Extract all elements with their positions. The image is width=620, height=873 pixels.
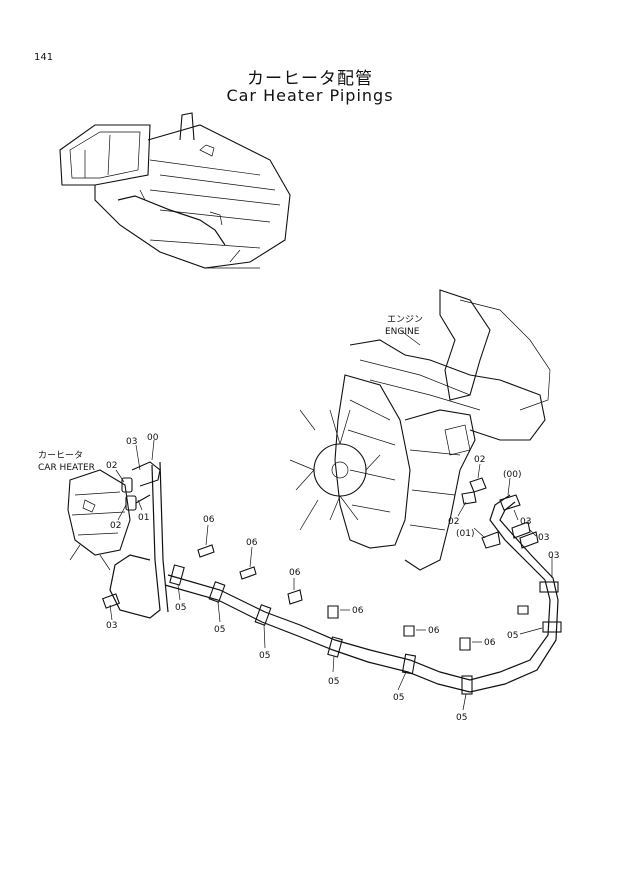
excavator-overview-illustration	[59, 112, 291, 269]
callout-06-b: 06	[246, 538, 258, 548]
callout-06-e: 06	[428, 626, 440, 636]
callout-05-f: 05	[456, 713, 467, 723]
title-english: Car Heater Pipings	[226, 86, 394, 105]
engine-label-en: ENGINE	[385, 327, 420, 337]
title-japanese: カーヒータ配管	[247, 69, 373, 89]
callout-05-d: 05	[328, 677, 339, 687]
callout-00-engine: (00)	[503, 470, 521, 480]
callout-02-engine-bottom: 02	[448, 517, 459, 527]
heater-label-en: CAR HEATER	[38, 463, 95, 473]
callout-06-d: 06	[352, 606, 364, 616]
callout-06-f: 06	[484, 638, 496, 648]
callout-02-heater-top: 02	[106, 461, 117, 471]
callout-02-heater-bottom: 02	[110, 521, 121, 531]
callout-01-heater: 01	[138, 513, 149, 523]
callout-06-a: 06	[203, 515, 215, 525]
callout-05-a: 05	[175, 603, 186, 613]
heater-label-jp: カーヒータ	[38, 450, 83, 461]
leader-lines	[109, 329, 553, 711]
callout-03-left: 03	[106, 621, 117, 631]
callout-05-g: 05	[507, 631, 518, 641]
callout-01-engine: (01)	[456, 529, 474, 539]
engine-illustration	[289, 289, 551, 571]
callout-05-e: 05	[393, 693, 404, 703]
callout-05-b: 05	[214, 625, 225, 635]
callout-03-engine-c: 03	[548, 551, 559, 561]
callout-03-engine-a: 03	[520, 517, 531, 527]
engine-label-jp: エンジン	[387, 315, 423, 325]
callout-06-c: 06	[289, 568, 301, 578]
callout-02-engine-top: 02	[474, 455, 485, 465]
callout-00-heater: 00	[147, 433, 159, 443]
callout-03-engine-b: 03	[538, 533, 549, 543]
heater-pipe-run	[102, 461, 562, 695]
callout-05-c: 05	[259, 651, 270, 661]
callout-03-heater: 03	[126, 437, 137, 447]
page-number: 141	[34, 52, 54, 63]
